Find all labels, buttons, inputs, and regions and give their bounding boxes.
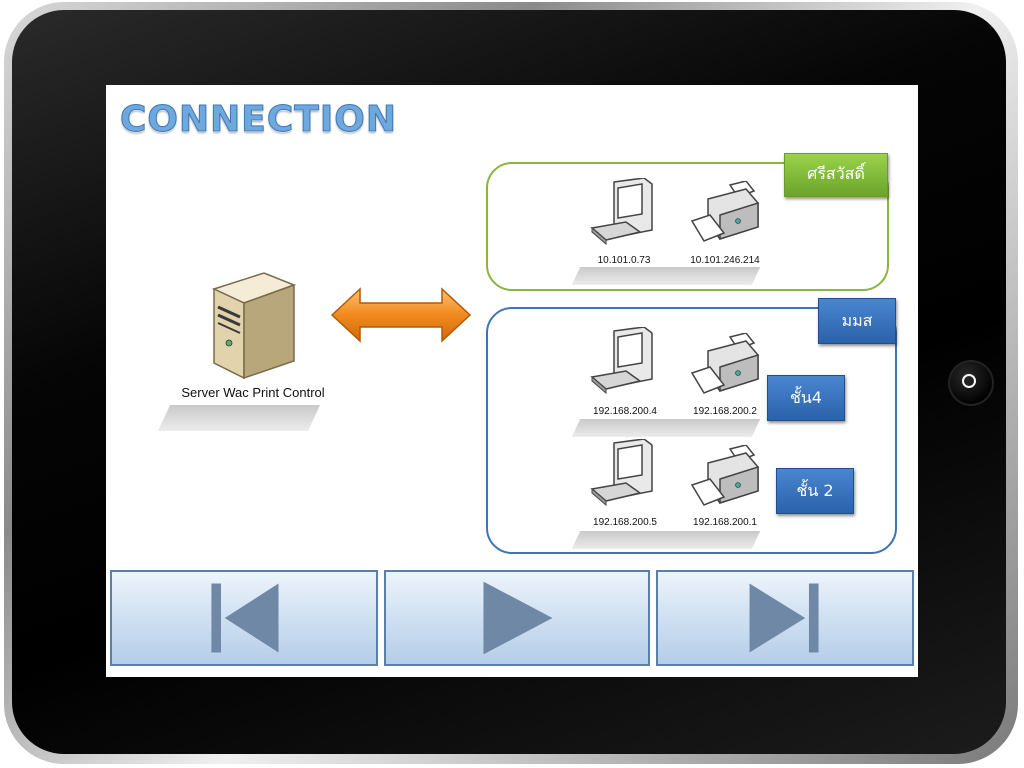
mms-floor4-printer-ip: 192.168.200.2	[693, 406, 757, 417]
srisawat-tag: ศรีสวัสดิ์	[784, 153, 888, 197]
floor4-tag: ชั้น4	[767, 375, 845, 421]
page-title: CONNECTION	[120, 99, 397, 141]
server-label: Server Wac Print Control	[181, 385, 325, 400]
printer-icon	[690, 333, 759, 394]
desktop-pc-icon	[590, 327, 653, 395]
server-tower-icon	[211, 272, 297, 380]
printer-icon	[690, 445, 759, 506]
desktop-pc-icon	[590, 178, 653, 246]
mms-floor2-printer-ip: 192.168.200.1	[693, 517, 757, 528]
last-slide-button[interactable]	[656, 570, 914, 666]
double-arrow-icon	[330, 287, 472, 343]
play-icon	[483, 581, 553, 655]
mms-floor2-pc-ip: 192.168.200.5	[593, 517, 657, 528]
printer-icon	[690, 181, 759, 242]
mms-floor4-pc-ip: 192.168.200.4	[593, 406, 657, 417]
floor2-tag: ชั้น 2	[776, 468, 854, 514]
mms-tag: มมส	[818, 298, 896, 344]
home-button-ring-icon	[962, 374, 976, 388]
slide-screen: CONNECTION Server Wac Print Control	[106, 85, 918, 677]
home-button[interactable]	[948, 360, 994, 406]
mms-floor4-shadow	[571, 419, 761, 437]
first-slide-button[interactable]	[110, 570, 378, 666]
server-shadow	[157, 405, 321, 431]
srisawat-printer-ip: 10.101.246.214	[690, 255, 760, 266]
play-button[interactable]	[384, 570, 650, 666]
skip-forward-icon	[749, 583, 819, 653]
mms-floor2-shadow	[571, 531, 761, 549]
desktop-pc-icon	[590, 439, 653, 507]
srisawat-pc-ip: 10.101.0.73	[597, 255, 651, 266]
skip-back-icon	[211, 583, 279, 653]
srisawat-shadow	[571, 267, 761, 285]
